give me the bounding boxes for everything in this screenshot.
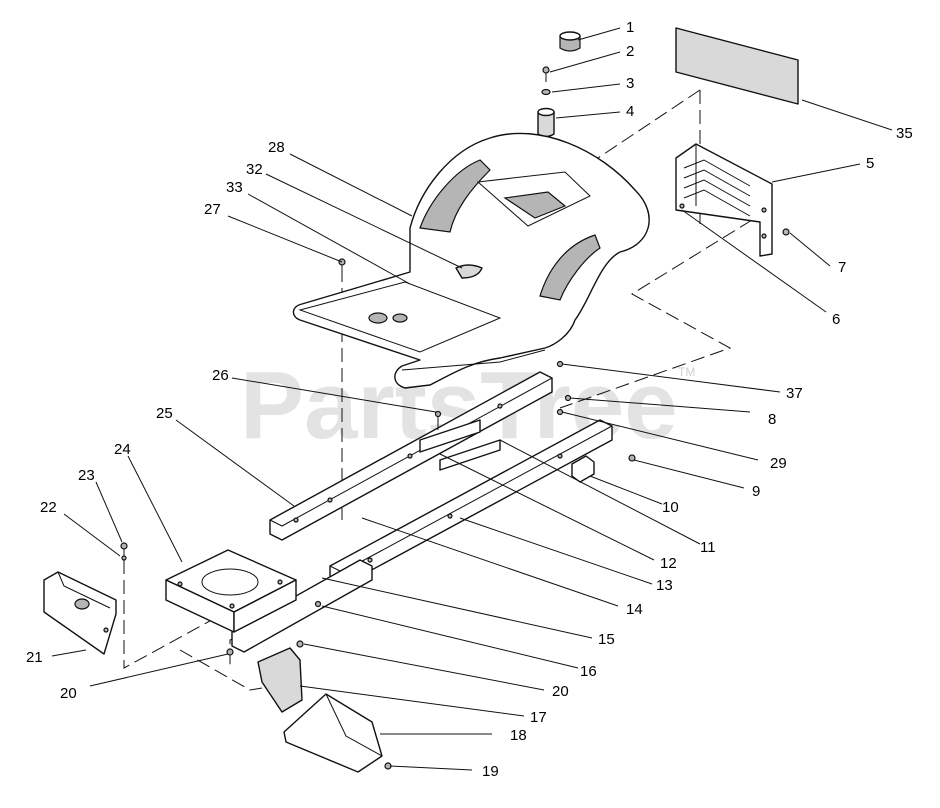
callout-20-left: 20 [60, 685, 77, 702]
part-35-decal [675, 27, 799, 105]
part-20-bolts [226, 640, 304, 656]
part-13-cross-member [419, 419, 501, 471]
callout-11: 11 [700, 539, 716, 556]
part-28-fender [292, 132, 650, 389]
watermark: PartsTree TM [240, 352, 695, 459]
callout-24: 24 [114, 441, 131, 458]
callout-18: 18 [510, 727, 527, 744]
callout-28: 28 [268, 139, 285, 156]
part-37-nut [556, 360, 564, 368]
callout-29: 29 [770, 455, 787, 472]
part-3-washer [541, 88, 551, 96]
callout-19: 19 [482, 763, 499, 780]
callout-2: 2 [626, 43, 634, 60]
part-22-washer [121, 555, 127, 561]
callout-12: 12 [660, 555, 677, 572]
callout-3: 3 [626, 75, 634, 92]
part-4-spacer [537, 107, 555, 138]
callout-22: 22 [40, 499, 57, 516]
part-8-nut [564, 394, 572, 402]
part-26-bolt [434, 410, 442, 430]
callout-25: 25 [156, 405, 173, 422]
callout-26: 26 [212, 367, 229, 384]
callout-20-right: 20 [552, 683, 569, 700]
part-23-bolt [120, 542, 128, 560]
leader-lines [51, 27, 893, 771]
callout-6: 6 [832, 311, 840, 328]
part-25-frame-rail [269, 371, 553, 541]
part-24-plate [165, 549, 297, 633]
callout-23: 23 [78, 467, 95, 484]
callout-14: 14 [626, 601, 643, 618]
part-2-bolt [542, 66, 550, 82]
callout-4: 4 [626, 103, 634, 120]
part-7-screw [782, 228, 790, 236]
callout-15: 15 [598, 631, 615, 648]
callout-16: 16 [580, 663, 597, 680]
part-18-shield [283, 693, 383, 773]
part-29-bolt [556, 408, 564, 416]
callout-32: 32 [246, 161, 263, 178]
part-21-hitch [43, 571, 117, 655]
callout-27: 27 [204, 201, 221, 218]
frame-rear-plate [231, 559, 373, 653]
callout-13: 13 [656, 577, 673, 594]
callout-33: 33 [226, 179, 243, 196]
callout-37: 37 [786, 385, 803, 402]
part-16-nut [314, 600, 322, 608]
callout-labels: 1 2 3 4 35 5 7 6 28 32 33 27 37 26 8 29 … [26, 19, 913, 780]
callout-7: 7 [838, 259, 846, 276]
part-9-bolt [628, 454, 636, 462]
part-5-bracket [675, 143, 773, 257]
watermark-tm: TM [678, 365, 695, 379]
part-1-knob [559, 31, 581, 52]
callout-1: 1 [626, 19, 634, 36]
callout-17: 17 [530, 709, 547, 726]
callout-5: 5 [866, 155, 874, 172]
callout-10: 10 [662, 499, 679, 516]
part-17-shield [257, 647, 303, 713]
callout-35: 35 [896, 125, 913, 142]
callout-8: 8 [768, 411, 776, 428]
part-10-bracket [571, 455, 595, 483]
callout-9: 9 [752, 483, 760, 500]
callout-21: 21 [26, 649, 43, 666]
